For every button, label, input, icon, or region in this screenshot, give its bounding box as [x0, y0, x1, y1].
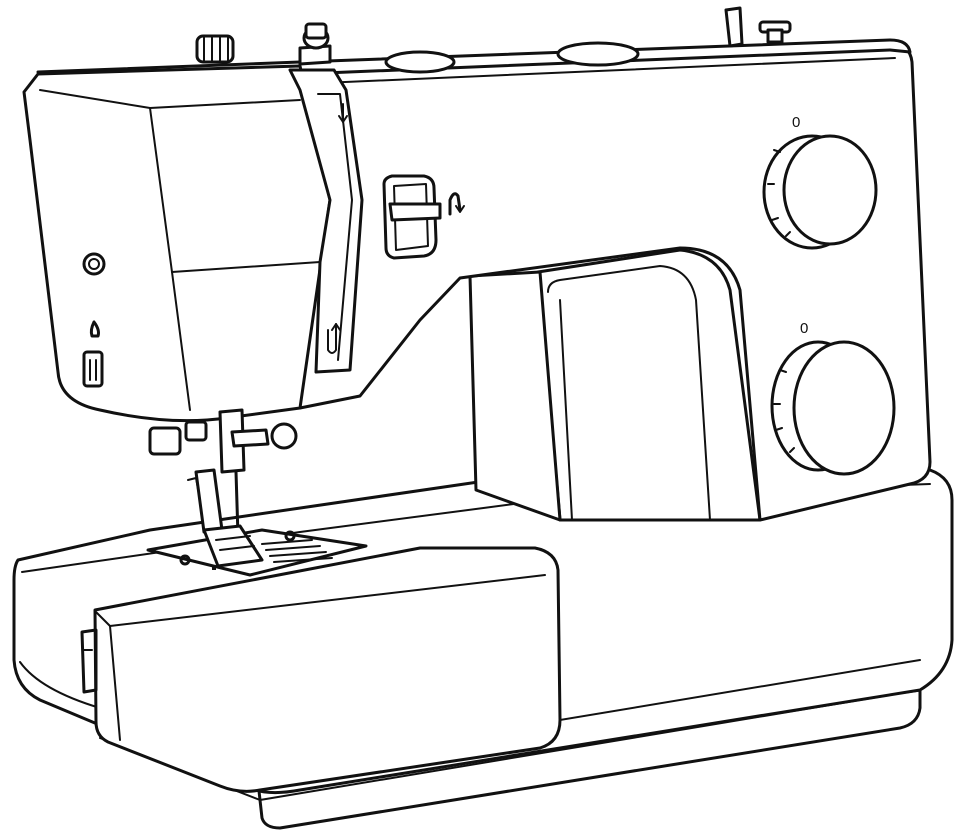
upper-dial-marking: 0 [792, 114, 800, 131]
down-arrow-icon [338, 103, 348, 123]
reverse-lever[interactable] [382, 174, 465, 260]
needle-assembly [148, 408, 298, 568]
thread-cutter-icon [82, 350, 104, 388]
spool-pin [724, 6, 744, 48]
spool-holder-left [384, 50, 456, 74]
u-turn-arrow-icon [448, 192, 465, 216]
spool-holder-right [556, 41, 640, 67]
lower-dial-marking: 0 [800, 320, 808, 337]
head-cover [22, 64, 332, 423]
thread-guide-channel [288, 68, 364, 374]
stitch-length-dial[interactable]: 0 [762, 114, 878, 250]
hook-arrow-icon [327, 323, 341, 354]
machine-column [468, 248, 762, 522]
thread-tension-knob[interactable] [195, 34, 235, 64]
bobbin-winder-spindle[interactable] [298, 22, 332, 66]
plate-screw-icon [179, 554, 191, 566]
accessory-box[interactable] [80, 546, 562, 793]
bobbin-stopper[interactable] [758, 20, 792, 44]
pattern-selector-dial[interactable]: 0 [770, 320, 896, 476]
light-bulb-icon [82, 252, 106, 276]
drop-icon [89, 320, 100, 338]
